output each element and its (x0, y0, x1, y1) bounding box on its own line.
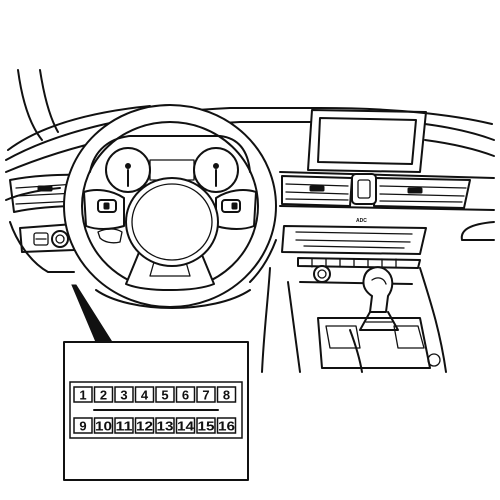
callout-pointer (71, 284, 113, 343)
connector-pin-label: 10 (95, 419, 112, 434)
connector-pin-box (175, 417, 196, 434)
connector-pin-label: 5 (161, 388, 168, 403)
connector-pin-label: 1 (79, 388, 86, 403)
connector-pin-label: 16 (218, 419, 235, 434)
connector-pin-box (134, 417, 155, 434)
connector-pin-label: 8 (223, 388, 230, 403)
connector-pin-box (155, 417, 175, 434)
connector-pin-box (175, 386, 196, 403)
center-console (261, 265, 447, 373)
connector-pin-box (114, 386, 134, 403)
connector-pin-box (73, 417, 93, 434)
connector-pin-box (216, 417, 237, 434)
volume-knob (313, 265, 331, 283)
steering-column (95, 239, 277, 309)
connector-pin-box (216, 386, 237, 403)
connector-pin-label: 14 (177, 419, 195, 434)
center-air-vents (281, 173, 471, 209)
connector-pin-label: 3 (120, 388, 127, 403)
connector-pin-label: 4 (141, 388, 149, 403)
connector-pin-label: 7 (202, 388, 209, 403)
steering-wheel-icon (63, 104, 277, 308)
connector-pin-box (155, 386, 175, 403)
light-switch-knob (51, 230, 69, 248)
connector-pin-label: 12 (136, 419, 153, 434)
light-switch-panel (9, 221, 75, 273)
a-pillar (7, 69, 151, 151)
connector-pin-box (73, 386, 93, 403)
connector-pin-box (93, 386, 114, 403)
console-badge: ADC (356, 218, 367, 224)
connector-pin-box (196, 386, 216, 403)
connector-pin-box (196, 417, 216, 434)
connector-pin-label: 11 (116, 419, 133, 434)
connector-pin-label: 2 (100, 388, 107, 403)
connector-pin-box (93, 417, 114, 434)
connector-pin-box (114, 417, 134, 434)
climate-control-panel: ADC (281, 218, 427, 269)
gear-shifter (359, 266, 399, 331)
connector-pin-label: 13 (157, 419, 174, 434)
infotainment-screen (307, 109, 427, 173)
connector-pin-label: 6 (182, 388, 189, 403)
connector-pin-label: 9 (79, 419, 86, 434)
connector-pin-label: 15 (198, 419, 215, 434)
hazard-button (351, 173, 377, 205)
connector-pin-box (134, 386, 155, 403)
